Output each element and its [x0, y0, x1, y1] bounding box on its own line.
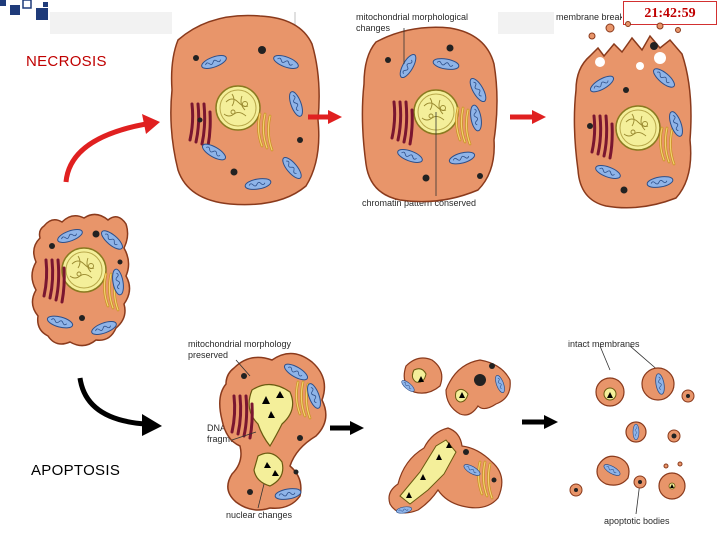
bar-divider [294, 12, 296, 34]
annotation-chromatin: chromatin pattern conserved [362, 198, 477, 208]
curved-red-arrow-head [142, 114, 160, 134]
bar-segment [498, 12, 554, 34]
annotation-line: changes [356, 23, 391, 33]
corner-square [0, 0, 6, 6]
red-right-arrow-head [328, 110, 342, 124]
apoptosis-label: APOPTOSIS [31, 462, 121, 479]
annotation-apoptotic-bodies: apoptotic bodies [604, 516, 670, 526]
annotation-mito-preserved: mitochondrial morphology preserved [188, 339, 291, 361]
annotation-line: preserved [188, 350, 229, 360]
corner-square [36, 8, 48, 20]
curved-black-arrow-head [142, 414, 162, 436]
necrosis-cell-1 [170, 14, 320, 206]
source-cell [31, 213, 131, 347]
corner-square [22, 0, 32, 9]
annotation-line: DNA [207, 423, 227, 433]
annotation-membrane-breaks: membrane breaks [556, 12, 622, 22]
apoptosis-cell-1 [219, 352, 327, 511]
apoptosis-cell-2 [388, 357, 511, 515]
bar-segment [50, 12, 172, 34]
clock-display: 21:42:59 [623, 1, 717, 25]
annotation-line: mitochondrial morphological [356, 12, 469, 22]
red-right-arrow-head [532, 110, 546, 124]
curved-black-arrow [77, 377, 147, 427]
curved-red-arrow [63, 121, 147, 183]
necrosis-cell-2 [361, 26, 498, 203]
apoptotic-bodies [569, 345, 695, 515]
corner-square [43, 2, 48, 7]
annotation-intact-membranes: intact membranes [568, 339, 640, 349]
annotation-nuclear-changes: nuclear changes [226, 510, 293, 520]
black-right-arrow-head [350, 421, 364, 435]
corner-square [10, 5, 20, 15]
annotation-line: fragments [207, 434, 248, 444]
necrosis-label: NECROSIS [26, 53, 107, 70]
annotation-line: mitochondrial morphology [188, 339, 292, 349]
necrosis-cell-3 [573, 21, 692, 209]
annotation-dna-fragments: DNA fragments [207, 423, 247, 445]
annotation-mito-changes: mitochondrial morphological changes [356, 12, 468, 34]
black-right-arrow-head [544, 415, 558, 429]
